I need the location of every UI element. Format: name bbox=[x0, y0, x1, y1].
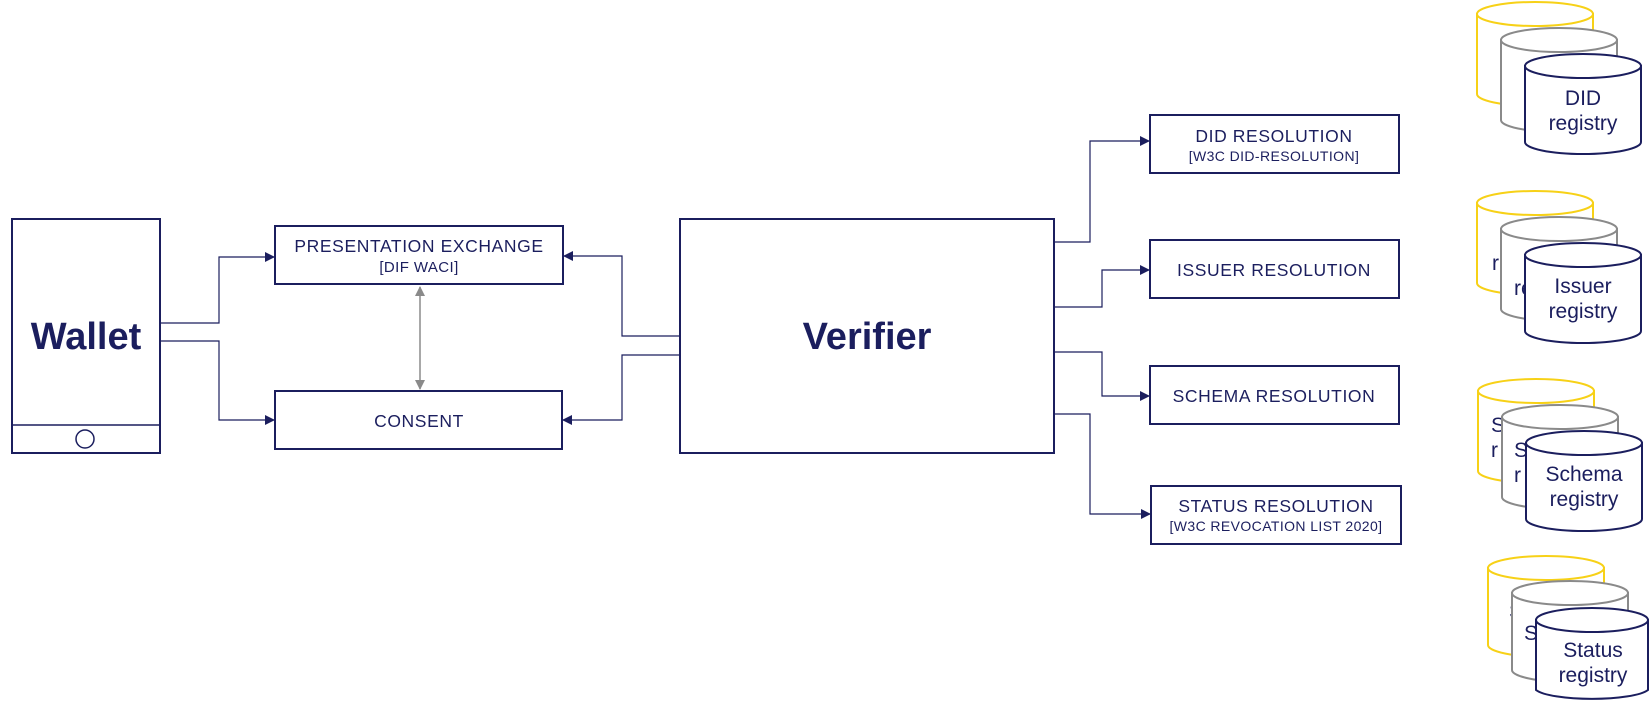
did-registry-line2: registry bbox=[1549, 112, 1618, 135]
wallet-label: Wallet bbox=[31, 316, 142, 358]
did-resolution-title: DID RESOLUTION bbox=[1195, 126, 1352, 146]
issuer-registry-line2: registry bbox=[1549, 300, 1618, 323]
schema-registry-back-peek-text-2: r bbox=[1491, 439, 1498, 462]
did-resolution-subtitle: [W3C DID-RESOLUTION] bbox=[1189, 148, 1360, 164]
issuer-registry-back-peek-text: r bbox=[1492, 252, 1499, 275]
verifier-to-did-resolution-arrow bbox=[1054, 136, 1150, 243]
schema-registry-middle-peek-text-2: r bbox=[1514, 464, 1521, 487]
verifier-to-schema-resolution-arrow bbox=[1054, 351, 1150, 401]
wallet-home-button bbox=[75, 429, 95, 449]
status-registry-line1: Status bbox=[1563, 639, 1623, 662]
status-registry-stack: S S Status registry bbox=[1487, 555, 1649, 700]
wallet-to-exchange-arrow bbox=[160, 252, 275, 324]
wallet-to-consent-arrow bbox=[160, 340, 275, 425]
verifier-to-issuer-resolution-arrow bbox=[1054, 265, 1150, 308]
did-registry-line1: DID bbox=[1565, 87, 1601, 110]
verifier-to-exchange-arrow bbox=[563, 251, 680, 337]
presentation-exchange-subtitle: [DIF WACI] bbox=[379, 259, 458, 276]
issuer-resolution-box: ISSUER RESOLUTION bbox=[1149, 239, 1400, 299]
status-resolution-box: STATUS RESOLUTION [W3C REVOCATION LIST 2… bbox=[1150, 485, 1402, 545]
verifier-box: Verifier bbox=[679, 218, 1055, 454]
issuer-registry-line1: Issuer bbox=[1554, 275, 1611, 298]
did-resolution-box: DID RESOLUTION [W3C DID-RESOLUTION] bbox=[1149, 114, 1400, 174]
presentation-exchange-title: PRESENTATION EXCHANGE bbox=[294, 236, 543, 256]
issuer-resolution-title: ISSUER RESOLUTION bbox=[1177, 260, 1371, 280]
schema-registry-line2: registry bbox=[1550, 488, 1619, 511]
status-resolution-subtitle: [W3C REVOCATION LIST 2020] bbox=[1170, 518, 1383, 534]
issuer-registry-front-cylinder bbox=[1524, 242, 1642, 344]
schema-registry-line1: Schema bbox=[1545, 463, 1622, 486]
status-registry-front-cylinder bbox=[1535, 607, 1649, 700]
status-registry-middle-peek-text: S bbox=[1524, 622, 1538, 645]
wallet-device: Wallet bbox=[11, 218, 161, 454]
schema-resolution-box: SCHEMA RESOLUTION bbox=[1149, 365, 1400, 425]
did-registry-front-cylinder bbox=[1524, 53, 1642, 155]
schema-registry-front-cylinder bbox=[1525, 430, 1643, 532]
status-registry-line2: registry bbox=[1559, 664, 1628, 687]
did-registry-stack: DID registry bbox=[1476, 1, 1642, 155]
verifier-label: Verifier bbox=[803, 316, 932, 358]
consent-title: CONSENT bbox=[374, 411, 464, 431]
verifier-to-status-resolution-arrow bbox=[1054, 413, 1151, 519]
verifier-to-consent-arrow bbox=[562, 354, 680, 425]
presentation-exchange-box: PRESENTATION EXCHANGE [DIF WACI] bbox=[274, 225, 564, 285]
schema-registry-stack: S r S r Schema registry bbox=[1477, 378, 1643, 532]
schema-resolution-title: SCHEMA RESOLUTION bbox=[1173, 386, 1376, 406]
schema-registry-middle-peek-text: S bbox=[1514, 439, 1528, 462]
status-resolution-title: STATUS RESOLUTION bbox=[1178, 496, 1373, 516]
issuer-registry-stack: r re Issuer registry bbox=[1476, 190, 1642, 344]
consent-box: CONSENT bbox=[274, 390, 563, 450]
